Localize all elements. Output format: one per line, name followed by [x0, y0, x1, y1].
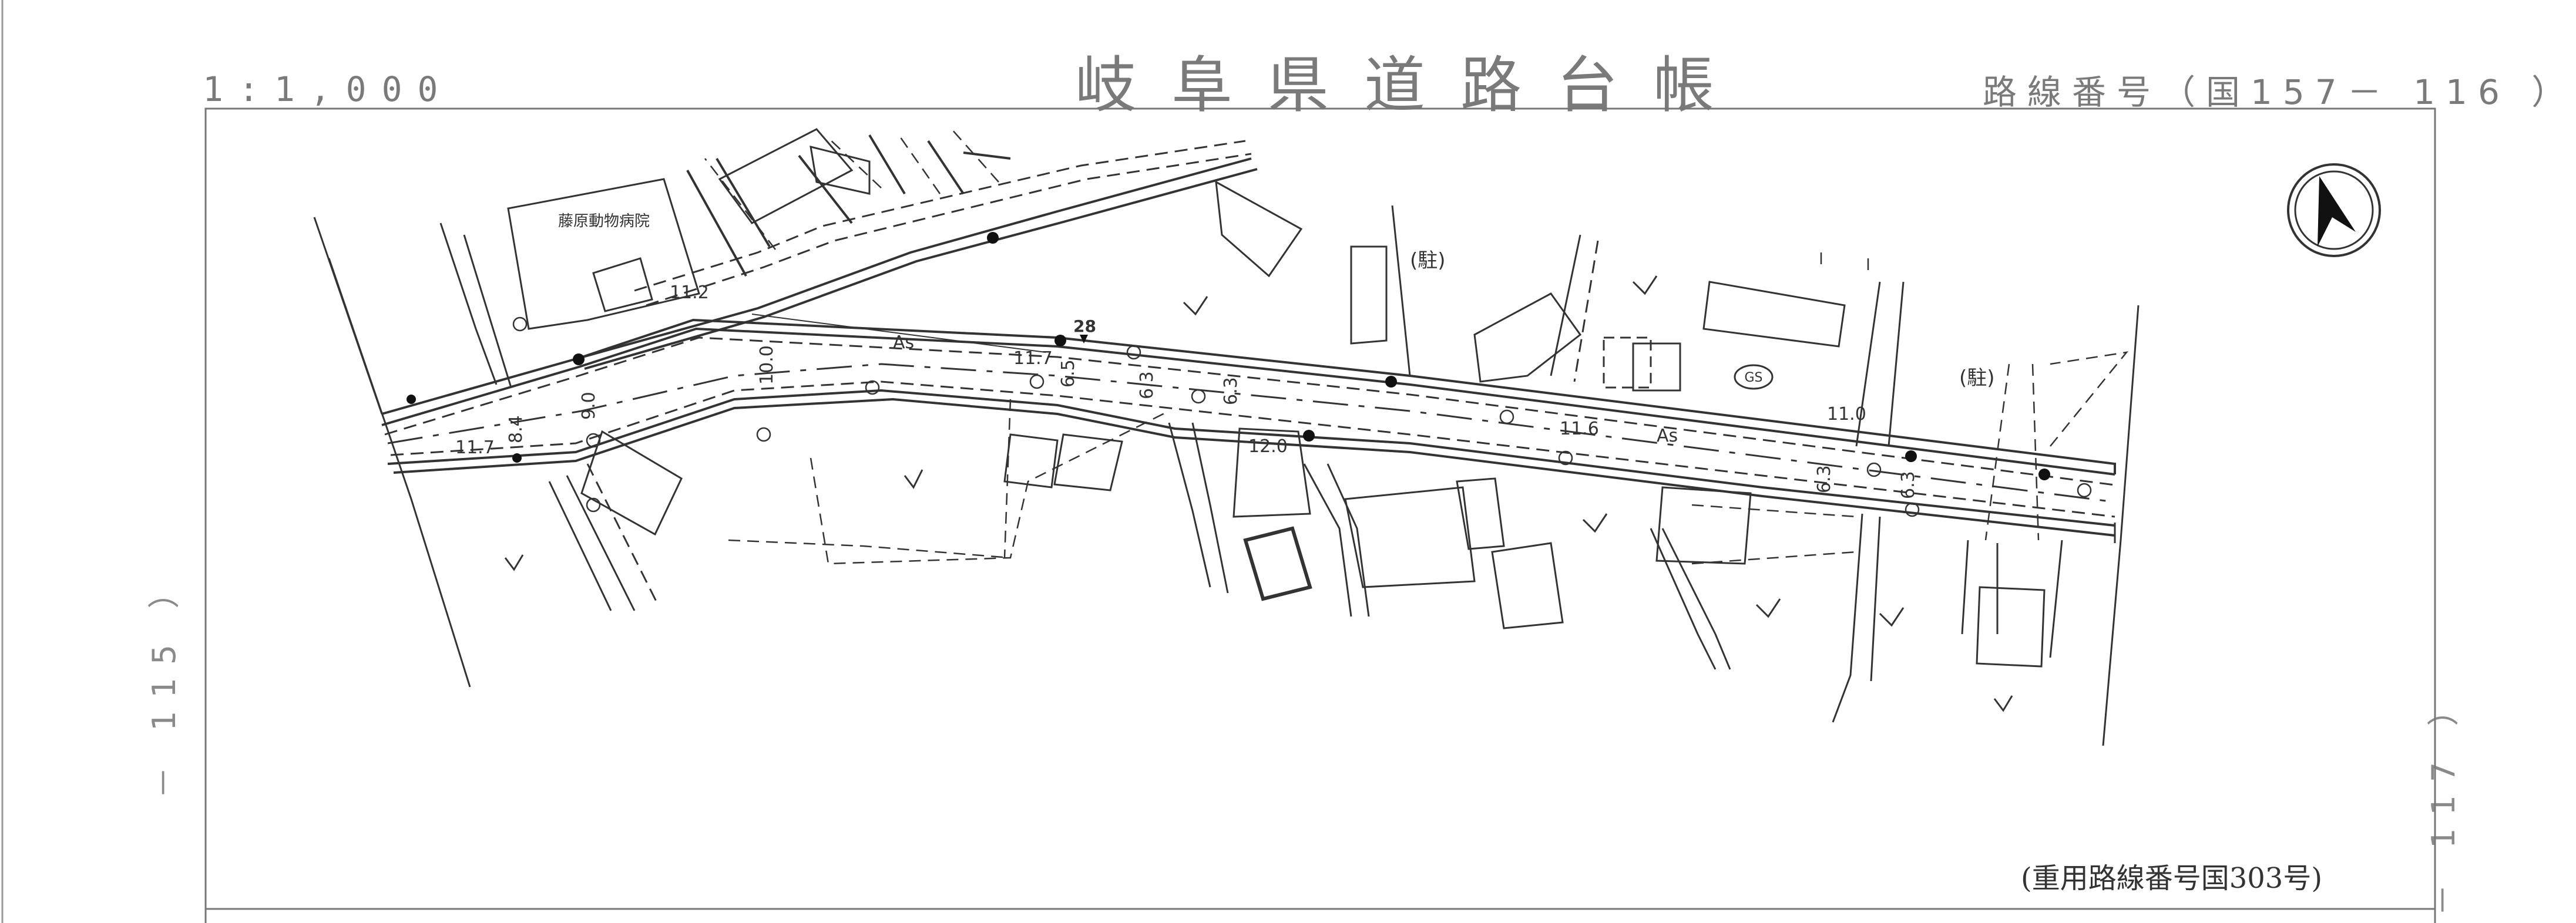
width-label-6-3b: 6.3 — [1221, 377, 1241, 405]
hospital-label: 藤原動物病院 — [558, 213, 650, 230]
gas-station-icon: GS — [1734, 364, 1774, 390]
width-label-6-3d: 6.3 — [1898, 471, 1919, 499]
pavement-label-2: As — [1657, 426, 1678, 446]
north-arrow-icon — [2287, 163, 2381, 257]
buildings — [507, 128, 2046, 668]
pavement-label-1: As — [893, 332, 914, 353]
map-scale: 1:1,000 — [203, 69, 454, 109]
frontage-lines — [686, 134, 1011, 277]
width-label-11-2: 11.2 — [670, 282, 709, 303]
width-label-11-7b: 11.7 — [455, 437, 495, 458]
parcel-boundaries — [704, 129, 2129, 565]
road-shoulders — [384, 140, 2115, 518]
width-label-9-0: 9.0 — [579, 392, 599, 420]
width-label-6-5: 6.5 — [1058, 359, 1079, 388]
width-label-11-0: 11.0 — [1827, 404, 1866, 425]
traffic-signs — [512, 316, 2092, 517]
overlap-route-note: (重用路線番号国303号) — [2021, 862, 2323, 895]
width-label-6-3c: 6.3 — [1814, 465, 1835, 493]
route-number: 路線番号（国157－ 116 ） — [1983, 72, 2576, 112]
parking-label-2: (駐) — [1959, 366, 1995, 390]
parking-label-1: (駐) — [1410, 249, 1446, 272]
side-streets — [313, 205, 2140, 746]
station-28-label: 28 — [1073, 316, 1096, 336]
width-label-10-0: 10.0 — [757, 345, 777, 385]
width-label-11-7a: 11.7 — [1013, 348, 1053, 369]
width-label-11-6: 11.6 — [1560, 419, 1599, 439]
vegetation-symbols — [504, 275, 2013, 712]
road-branch — [578, 157, 1258, 370]
width-label-12-0: 12.0 — [1248, 436, 1288, 457]
station-marker: 28 — [1073, 316, 1096, 343]
map-frame — [204, 107, 2436, 923]
width-label-8-4: 8.4 — [506, 415, 526, 443]
gas-station-label: GS — [1744, 370, 1762, 385]
width-label-6-3a: 6.3 — [1137, 371, 1157, 399]
utility-poles — [407, 232, 2050, 480]
